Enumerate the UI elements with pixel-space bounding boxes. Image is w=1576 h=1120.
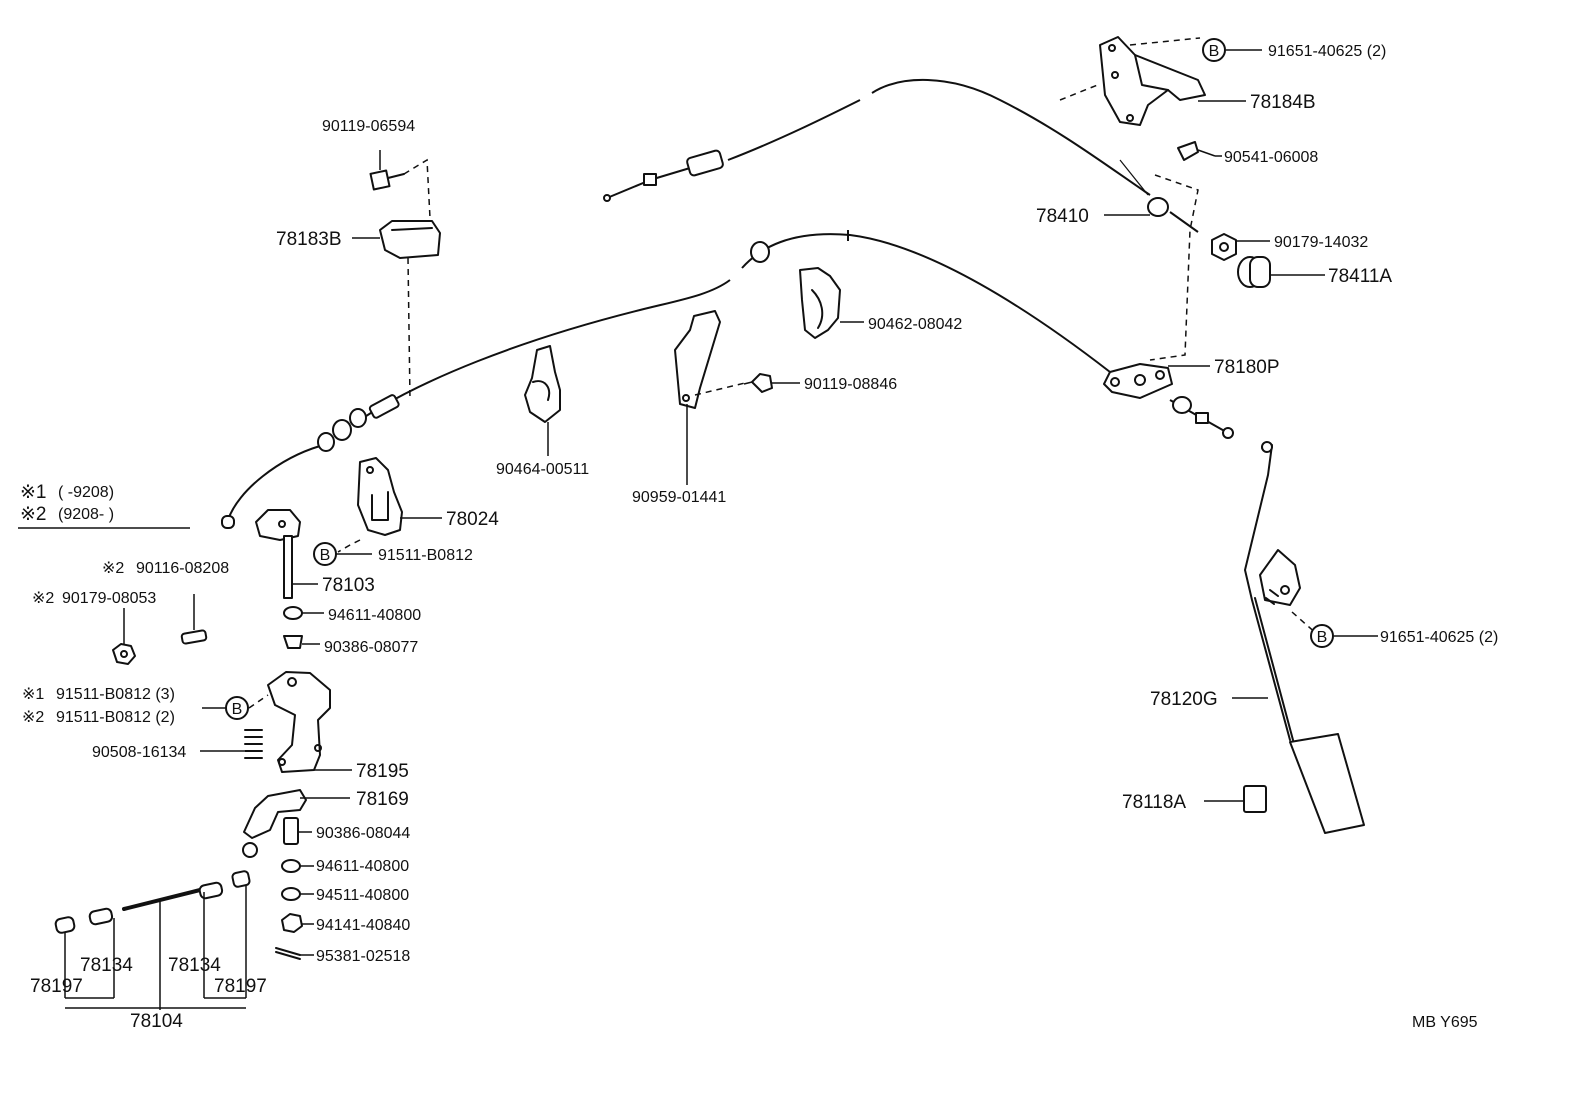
label-90541-06008: 90541-06008 bbox=[1224, 149, 1318, 166]
spring-90508-16134 bbox=[244, 729, 263, 759]
label-95381-02518: 95381-02518 bbox=[316, 948, 410, 965]
bolt-mark-top: B bbox=[1202, 38, 1226, 62]
label-91511-b0812: 91511-B0812 bbox=[378, 547, 473, 564]
washer-94611-40800-a bbox=[283, 606, 303, 620]
bolt-90119-08846 bbox=[743, 373, 773, 393]
legend-range-1: ( -9208) bbox=[58, 484, 114, 501]
bolt-mark-78024: B bbox=[313, 542, 337, 566]
pin-90386-08044 bbox=[283, 817, 299, 845]
bushing-90386-08077 bbox=[283, 635, 303, 649]
label-91651-40625-top: 91651-40625 (2) bbox=[1268, 43, 1386, 60]
nut-94141-40840 bbox=[281, 913, 303, 933]
stopper-78118a bbox=[1243, 785, 1267, 813]
clamp-90462-08042 bbox=[799, 267, 841, 339]
note-b1: ※1 bbox=[22, 686, 44, 703]
label-91651-40625-right: 91651-40625 (2) bbox=[1380, 629, 1498, 646]
label-78134-a: 78134 bbox=[80, 955, 133, 976]
clip-90464-00511 bbox=[524, 345, 561, 423]
label-90386-08077: 90386-08077 bbox=[324, 639, 418, 656]
label-94611-40800-a: 94611-40800 bbox=[328, 607, 421, 624]
label-78197-a: 78197 bbox=[30, 976, 83, 997]
label-90464-00511: 90464-00511 bbox=[496, 461, 589, 478]
cap-78411a bbox=[1237, 256, 1271, 288]
label-78169: 78169 bbox=[356, 789, 409, 810]
pedal-arm-78120g bbox=[1244, 441, 1301, 741]
bolt-90541-06008 bbox=[1177, 141, 1216, 161]
label-90179-08053: 90179-08053 bbox=[62, 590, 156, 607]
rod-78104 bbox=[54, 870, 251, 934]
bracket-78195 bbox=[267, 671, 331, 773]
note-b2: ※2 bbox=[22, 709, 44, 726]
legend-mark-2: ※2 bbox=[20, 504, 47, 525]
nut-90179-08053 bbox=[112, 643, 136, 665]
pedal-pad bbox=[1289, 733, 1365, 834]
label-90179-14032: 90179-14032 bbox=[1274, 234, 1368, 251]
label-78104: 78104 bbox=[130, 1011, 183, 1032]
note-90116: ※2 bbox=[102, 560, 124, 577]
bracket-78024 bbox=[357, 457, 403, 536]
label-78195: 78195 bbox=[356, 761, 409, 782]
label-90116-08208: 90116-08208 bbox=[136, 560, 229, 577]
nut-90179-14032 bbox=[1211, 233, 1237, 261]
label-90508-16134: 90508-16134 bbox=[92, 744, 186, 761]
label-94141-40840: 94141-40840 bbox=[316, 917, 410, 934]
label-90119-08846: 90119-08846 bbox=[804, 376, 897, 393]
label-78184b: 78184B bbox=[1250, 92, 1316, 113]
label-78180p: 78180P bbox=[1214, 357, 1280, 378]
label-90386-08044: 90386-08044 bbox=[316, 825, 410, 842]
legend-range-2: (9208- ) bbox=[58, 506, 114, 523]
label-91511-b0812-3: 91511-B0812 (3) bbox=[56, 686, 175, 703]
bracket-78183b bbox=[379, 220, 441, 259]
label-78120g: 78120G bbox=[1150, 689, 1218, 710]
cotter-95381-02518 bbox=[275, 947, 301, 960]
label-78134-b: 78134 bbox=[168, 955, 221, 976]
washer-94611-40800-b bbox=[281, 859, 301, 873]
note-90179: ※2 bbox=[32, 590, 54, 607]
label-78197-b: 78197 bbox=[214, 976, 267, 997]
label-90462-08042: 90462-08042 bbox=[868, 316, 962, 333]
applicability-legend: ※1 ( -9208) ※2 (9208- ) bbox=[18, 482, 190, 529]
holder-78180p bbox=[1103, 363, 1173, 399]
label-78118a: 78118A bbox=[1122, 792, 1186, 813]
cable-lower bbox=[221, 230, 1234, 529]
bolt-mark-78195: B bbox=[225, 696, 249, 720]
label-94511-40800: 94511-40800 bbox=[316, 887, 409, 904]
svg-text:B: B bbox=[1209, 43, 1220, 60]
cable-upper bbox=[603, 79, 1199, 233]
diagram-code: MB Y695 bbox=[1412, 1014, 1478, 1031]
label-78183b: 78183B bbox=[276, 229, 342, 250]
washer-94511-40800 bbox=[281, 887, 301, 901]
svg-text:B: B bbox=[320, 547, 331, 564]
bolt-90119-06594 bbox=[369, 169, 405, 191]
bracket-78184b bbox=[1099, 36, 1206, 126]
part-labels: 91651-40625 (2) 78184B 90541-06008 78410… bbox=[22, 43, 1498, 1032]
label-94611-40800-b: 94611-40800 bbox=[316, 858, 409, 875]
label-90119-06594: 90119-06594 bbox=[322, 118, 415, 135]
label-78103: 78103 bbox=[322, 575, 375, 596]
label-78410: 78410 bbox=[1036, 206, 1089, 227]
label-78024: 78024 bbox=[446, 509, 499, 530]
lever-78103 bbox=[255, 509, 301, 599]
label-91511-b0812-2: 91511-B0812 (2) bbox=[56, 709, 175, 726]
svg-text:B: B bbox=[232, 701, 243, 718]
lever-78169 bbox=[242, 789, 307, 858]
legend-mark-1: ※1 bbox=[20, 482, 47, 503]
label-90959-01441: 90959-01441 bbox=[632, 489, 726, 506]
leader-lines bbox=[64, 49, 1378, 1010]
bracket-90959-01441 bbox=[674, 310, 746, 409]
svg-text:B: B bbox=[1317, 629, 1328, 646]
bolt-mark-pedal: B bbox=[1310, 624, 1334, 648]
bolt-90116-08208 bbox=[180, 629, 208, 645]
label-78411a: 78411A bbox=[1328, 266, 1392, 287]
